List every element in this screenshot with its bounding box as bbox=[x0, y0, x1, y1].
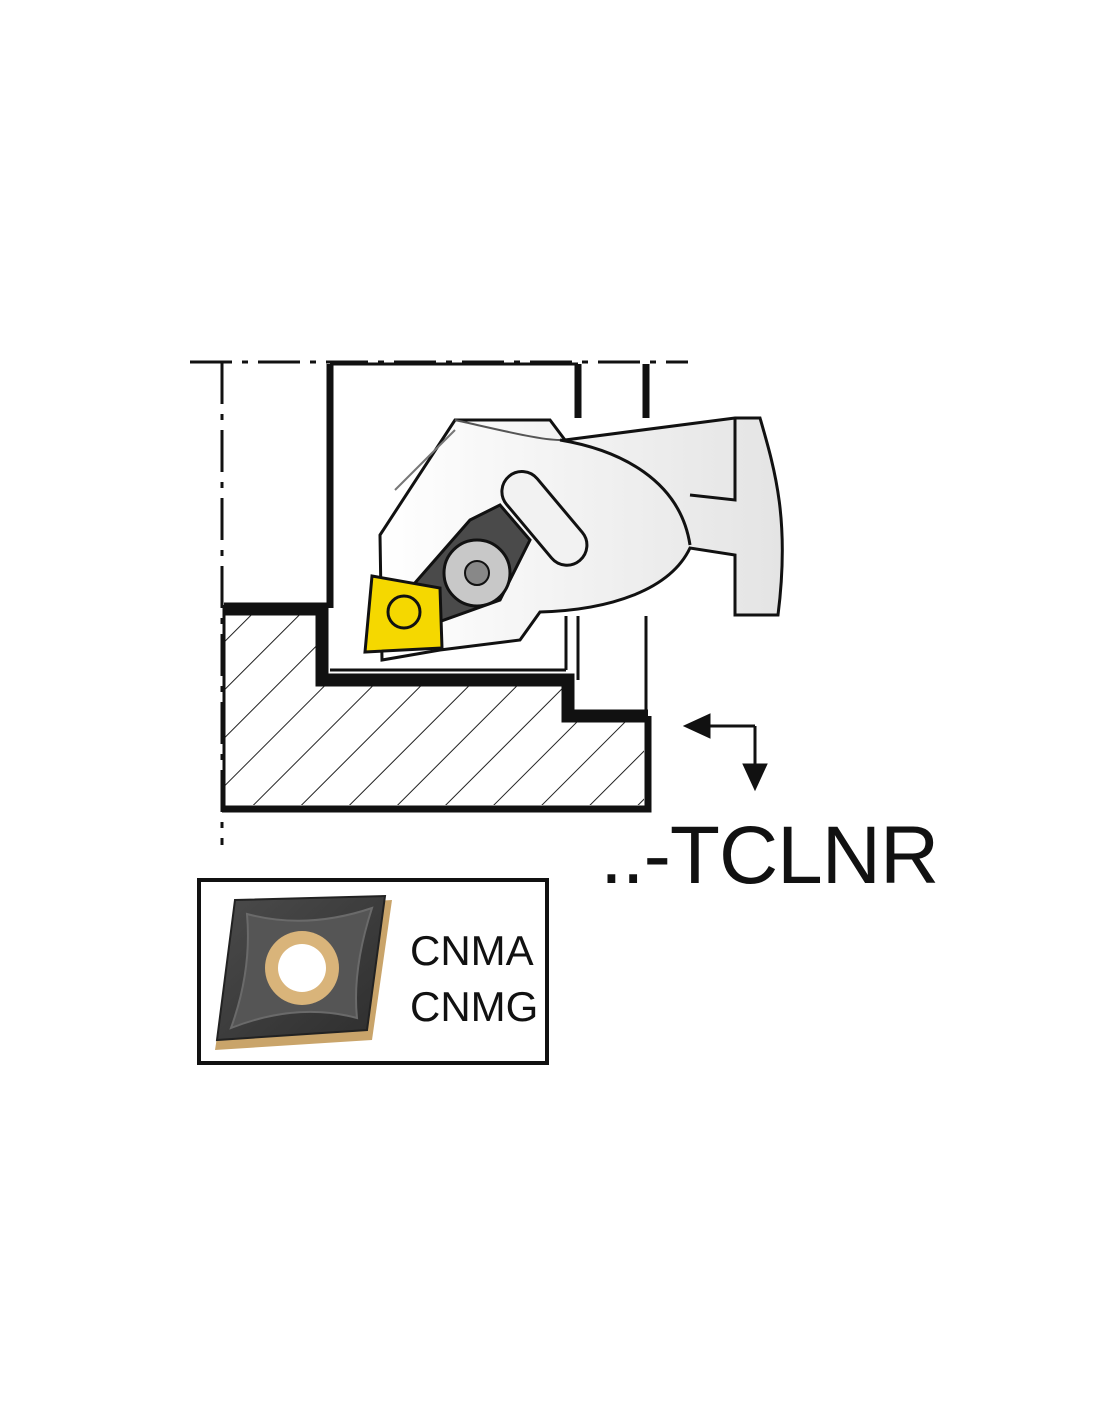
feed-direction-arrows bbox=[682, 713, 768, 792]
tool-holder bbox=[378, 416, 784, 662]
workpiece-section bbox=[222, 602, 652, 813]
holder-designation: ..-TCLNR bbox=[600, 810, 939, 901]
bore-outline bbox=[326, 362, 650, 716]
cnm-insert-icon bbox=[215, 894, 392, 1050]
insert-type-cnma: CNMA bbox=[410, 927, 534, 974]
cutting-insert bbox=[363, 574, 444, 654]
insert-legend-box: CNMA CNMG bbox=[197, 878, 549, 1065]
insert-type-cnmg: CNMG bbox=[410, 983, 539, 1030]
